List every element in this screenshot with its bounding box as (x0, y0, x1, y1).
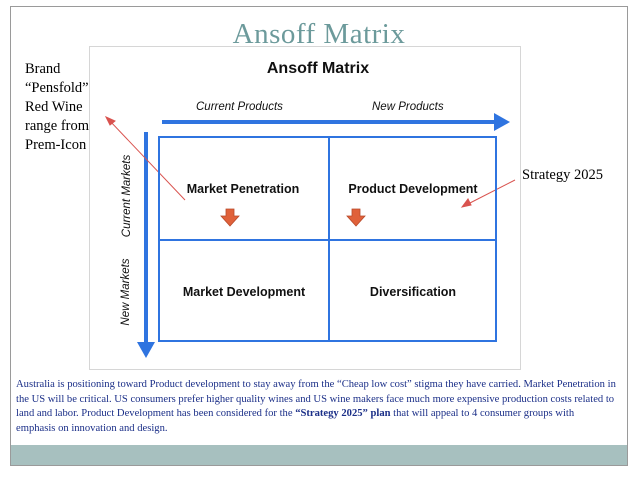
cell-diversification: Diversification (369, 285, 457, 299)
brand-note-line: Prem-Icon (25, 137, 87, 153)
pointer-arrow-brand (104, 115, 186, 201)
ansoff-grid (158, 136, 497, 342)
slide-footer-band (11, 445, 627, 465)
market-axis-arrowhead (137, 342, 155, 358)
brand-note: Brand “Pensfold” Red Wine range from Pre… (25, 60, 89, 155)
diagram-title: Ansoff Matrix (266, 60, 370, 77)
brand-note-line: Red Wine (25, 99, 83, 115)
down-arrow-icon-product-development (346, 208, 366, 227)
cell-market-development: Market Development (182, 285, 306, 299)
product-axis-arrowhead (494, 113, 510, 131)
strategy-note: Strategy 2025 (522, 167, 603, 183)
grid-divider-horizontal (160, 239, 495, 241)
axis-label-new-products: New Products (372, 101, 444, 113)
brand-note-line: “Pensfold” (25, 80, 89, 96)
cell-product-development: Product Development (348, 182, 478, 196)
axis-label-current-products: Current Products (196, 101, 283, 113)
explanation-paragraph: Australia is positioning toward Product … (16, 378, 616, 436)
paragraph-text-2: that will appeal to 4 consumer groups wi… (16, 408, 575, 434)
slide-title: Ansoff Matrix (232, 18, 406, 50)
slide-frame (10, 6, 628, 466)
diagram-box (89, 46, 521, 370)
brand-note-line: range from (25, 118, 90, 134)
paragraph-bold-strategy: “Strategy 2025” plan (295, 408, 391, 420)
brand-note-line: Brand (25, 61, 61, 77)
paragraph-text-1: Australia is positioning toward Product … (16, 379, 616, 420)
pointer-arrow-strategy (460, 179, 516, 208)
cell-market-penetration: Market Penetration (186, 182, 300, 196)
down-arrow-icon-market-penetration (220, 208, 240, 227)
